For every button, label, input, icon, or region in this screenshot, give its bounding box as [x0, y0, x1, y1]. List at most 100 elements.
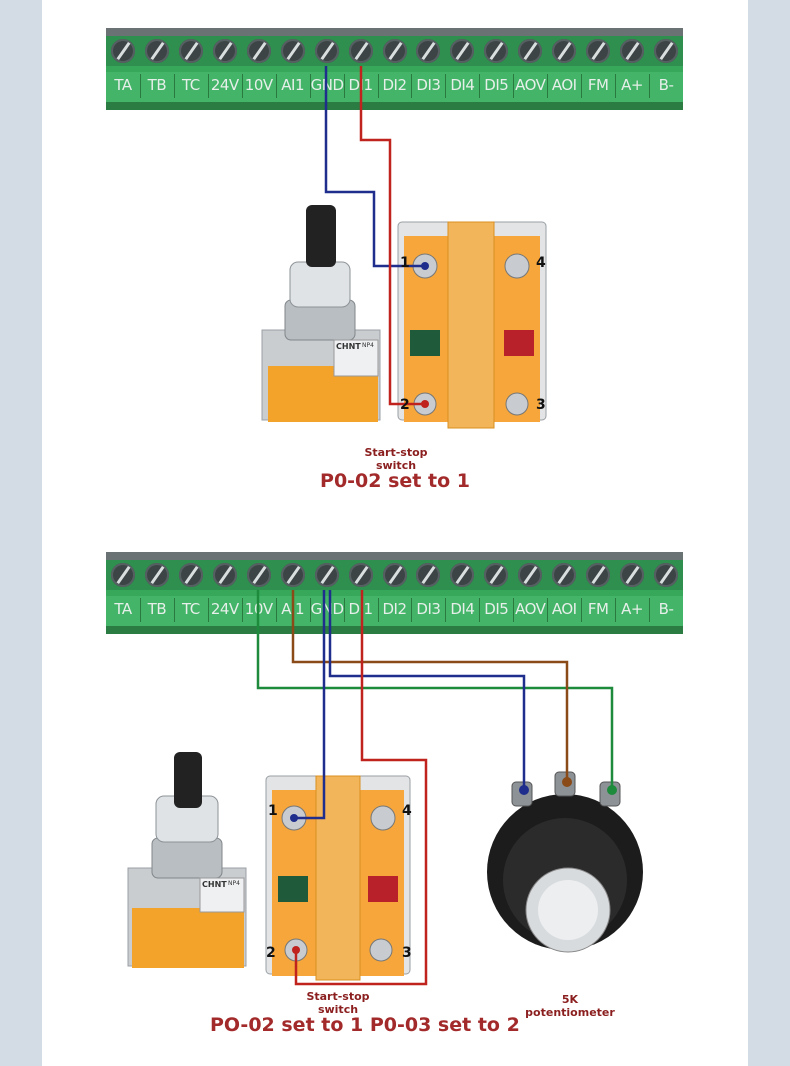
terminal-divider — [275, 74, 277, 98]
terminal-screw-24v — [212, 563, 237, 587]
terminal-screw-di2 — [382, 563, 407, 587]
terminal-screw-tb — [144, 39, 169, 63]
terminal-divider — [207, 74, 209, 98]
terminal-label: AI1 — [281, 76, 305, 94]
terminal-divider — [547, 74, 549, 98]
terminal-screw-aov — [518, 39, 543, 63]
terminal-divider — [139, 598, 141, 622]
terminal-divider — [343, 598, 345, 622]
terminal-number-3: 3 — [402, 945, 412, 961]
setting-caption-2: PO-02 set to 1 P0-03 set to 2 — [210, 1014, 520, 1036]
terminal-label: TC — [181, 600, 200, 618]
wire-gnd-to-pot — [328, 590, 526, 790]
terminal-number-3: 3 — [536, 397, 546, 413]
terminal-divider — [309, 74, 311, 98]
terminal-screw-10v — [246, 563, 271, 587]
terminal-label: AOI — [551, 76, 577, 94]
terminal-divider — [649, 74, 651, 98]
terminal-label: A+ — [621, 600, 643, 618]
terminal-label: FM — [587, 600, 609, 618]
model-label-1: NP4 — [362, 342, 374, 349]
terminal-screw-10v — [246, 39, 271, 63]
terminal-screw-di5 — [484, 563, 509, 587]
terminal-screw-di2 — [382, 39, 407, 63]
terminal-screw-bminus — [654, 39, 679, 63]
terminal-label: TB — [147, 600, 167, 618]
terminal-divider — [377, 598, 379, 622]
terminal-label: 24V — [210, 76, 239, 94]
terminal-screw-aplus — [620, 39, 645, 63]
terminal-label: TA — [114, 76, 132, 94]
terminal-divider — [241, 74, 243, 98]
wire-ai1-to-pot — [291, 590, 569, 782]
wire-di1-to-terminal2-d1 — [359, 66, 425, 406]
terminal-screw-aoi — [552, 39, 577, 63]
terminal-label: 24V — [210, 600, 239, 618]
terminal-screw-ta — [110, 39, 135, 63]
terminal-label: AOI — [551, 600, 577, 618]
terminal-screw-gnd — [314, 563, 339, 587]
contact-block-2 — [265, 775, 411, 981]
terminal-divider — [207, 598, 209, 622]
terminal-label: DI2 — [382, 76, 407, 94]
terminal-screw-ai1 — [280, 39, 305, 63]
terminal-label: GND — [310, 600, 344, 618]
terminal-divider — [513, 74, 515, 98]
terminal-screw-fm — [586, 563, 611, 587]
contact-block-1 — [397, 221, 547, 429]
terminal-screw-di4 — [450, 39, 475, 63]
terminal-label: DI5 — [484, 76, 509, 94]
terminal-divider — [343, 74, 345, 98]
terminal-divider — [547, 598, 549, 622]
terminal-screw-tc — [178, 39, 203, 63]
terminal-screw-aov — [518, 563, 543, 587]
terminal-label: DI4 — [450, 600, 475, 618]
terminal-divider — [615, 74, 617, 98]
terminal-label: DI2 — [382, 600, 407, 618]
potentiometer — [487, 771, 643, 953]
terminal-divider — [275, 598, 277, 622]
terminal-screw-di3 — [416, 39, 441, 63]
terminal-label: GND — [310, 76, 344, 94]
model-label-2: NP4 — [228, 880, 240, 887]
terminal-screw-di1 — [348, 563, 373, 587]
terminal-label: TB — [147, 76, 167, 94]
terminal-divider — [479, 74, 481, 98]
terminal-screw-gnd — [314, 39, 339, 63]
terminal-label: AOV — [515, 76, 546, 94]
terminal-label: FM — [587, 76, 609, 94]
terminal-divider — [445, 74, 447, 98]
setting-caption-1: P0-02 set to 1 — [320, 470, 470, 492]
terminal-label: B- — [658, 600, 674, 618]
terminal-label: AOV — [515, 600, 546, 618]
terminal-divider — [513, 598, 515, 622]
wire-10v-to-pot — [256, 590, 614, 790]
terminal-label: TA — [114, 600, 132, 618]
terminal-screw-tb — [144, 563, 169, 587]
terminal-divider — [309, 598, 311, 622]
terminal-divider — [411, 598, 413, 622]
terminal-divider — [615, 598, 617, 622]
terminal-screw-fm — [586, 39, 611, 63]
terminal-divider — [139, 74, 141, 98]
terminal-screw-aoi — [552, 563, 577, 587]
terminal-divider — [649, 598, 651, 622]
terminal-screw-24v — [212, 39, 237, 63]
terminal-number-2: 2 — [400, 397, 410, 413]
terminal-divider — [173, 74, 175, 98]
terminal-screw-ai1 — [280, 563, 305, 587]
terminal-divider — [581, 598, 583, 622]
selector-switch-1 — [261, 205, 381, 422]
terminal-number-1: 1 — [400, 255, 410, 271]
terminal-number-4: 4 — [536, 255, 546, 271]
terminal-screw-di5 — [484, 39, 509, 63]
terminal-label: DI3 — [416, 76, 441, 94]
terminal-number-1: 1 — [268, 803, 278, 819]
terminal-label: A+ — [621, 76, 643, 94]
brand-label-1: CHNT — [336, 342, 361, 351]
terminal-screw-ta — [110, 563, 135, 587]
terminal-divider — [445, 598, 447, 622]
